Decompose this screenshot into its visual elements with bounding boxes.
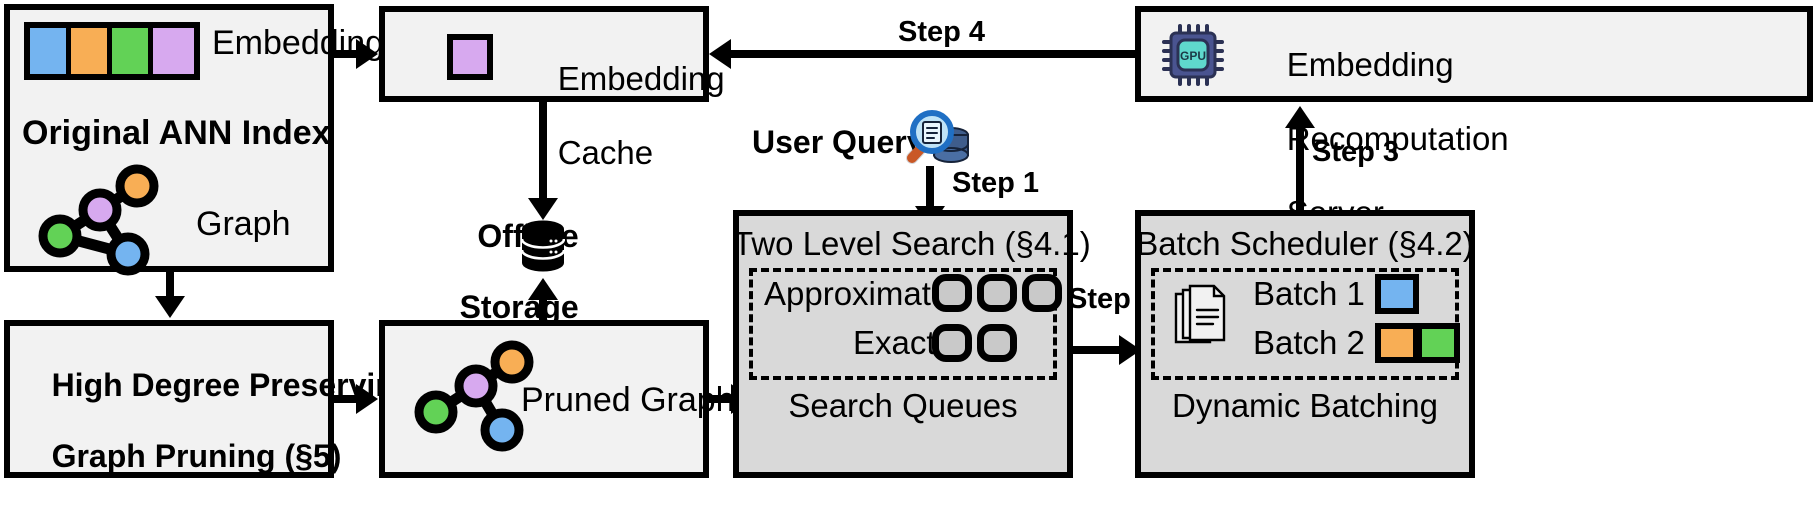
approximate-queue-slot-1: [932, 274, 972, 312]
server-title-line2: Recomputation: [1286, 119, 1509, 157]
offline-storage-line2: Storage: [459, 289, 579, 326]
magnifier-database-icon: [898, 108, 970, 170]
embedding-cell-purple: [153, 28, 194, 74]
edge-step4-label: Step 4: [898, 16, 986, 48]
diagram-canvas: Embedding Original ANN Index Graph Embed…: [4, 4, 1813, 478]
exact-queue-slot-2: [977, 324, 1017, 362]
edge-step4-head: [709, 39, 731, 69]
exact-queue-slot-1: [932, 324, 972, 362]
server-title-line1: Embedding: [1286, 45, 1454, 83]
batch-2-label: Batch 2: [1253, 324, 1365, 361]
edge-step4-line: [731, 50, 1135, 58]
batch-2-chip-green: [1416, 323, 1460, 363]
edge-step3-line: [1296, 128, 1304, 210]
edge-index-to-cache-head: [356, 39, 378, 69]
embedding-cache-title: Embedding Cache: [521, 24, 725, 209]
original-ann-index-title: Original ANN Index: [22, 114, 331, 152]
edge-step3-label: Step 3: [1312, 136, 1400, 168]
approximate-queue-slot-2: [977, 274, 1017, 312]
svg-text:GPU: GPU: [1180, 49, 1206, 63]
embedding-cache-title-line1: Embedding: [557, 59, 725, 97]
dynamic-batching-caption: Dynamic Batching: [1172, 387, 1438, 424]
edge-cache-to-storage-line: [539, 102, 547, 202]
edge-pruning-to-prunedgraph-head: [356, 384, 378, 414]
edge-pruning-to-prunedgraph-line: [334, 395, 358, 403]
embedding-cell-blue: [30, 28, 72, 74]
embedding-cache-title-line2: Cache: [557, 133, 654, 171]
edge-index-to-pruning-head: [155, 296, 185, 318]
edge-index-to-pruning-line: [166, 272, 174, 298]
embedding-cell-orange: [71, 28, 113, 74]
batch-2-chip-orange: [1375, 323, 1419, 363]
edge-cache-to-storage-head: [528, 198, 558, 220]
embedding-strip: [24, 22, 200, 80]
edge-step3-head: [1285, 106, 1315, 128]
edge-step1-label: Step 1: [952, 167, 1040, 199]
edge-prunedgraph-to-search-line: [709, 395, 733, 403]
pruned-graph-label: Pruned Graph: [521, 381, 735, 419]
embedding-cache-box: [379, 6, 709, 102]
gpu-chip-icon: GPU: [1162, 24, 1224, 86]
database-cylinder-icon: [520, 220, 566, 272]
embedding-cell-green: [112, 28, 154, 74]
graph-label: Graph: [196, 205, 291, 243]
edge-prunedgraph-to-storage-head: [528, 278, 558, 300]
edge-index-to-cache-line: [334, 50, 358, 58]
graph-pruning-line2: Graph Pruning (§5): [51, 438, 342, 475]
pruned-graph-icon: [410, 340, 540, 452]
edge-prunedgraph-to-storage-line: [539, 300, 547, 322]
exact-row-label: Exact: [853, 324, 936, 361]
embedding-cache-swatch: [447, 34, 493, 80]
approximate-row-label: Approximate: [764, 275, 950, 312]
batch-1-chip-blue: [1375, 274, 1419, 314]
search-queues-dashed-region: [749, 268, 1057, 380]
graph-pruning-box: [4, 320, 334, 478]
two-level-search-title: Two Level Search (§4.1): [733, 225, 1091, 262]
graph-pruning-title: High Degree Preserving Graph Pruning (§5…: [16, 332, 415, 511]
original-index-graph-icon: [32, 164, 172, 276]
edge-step2-line: [1073, 346, 1125, 354]
documents-stack-icon: [1172, 282, 1234, 354]
batch-scheduler-title: Batch Scheduler (§4.2): [1136, 225, 1474, 262]
approximate-queue-slot-3: [1022, 274, 1062, 312]
user-query-label: User Query: [752, 124, 925, 160]
search-queues-caption: Search Queues: [788, 387, 1018, 424]
edge-step1-line: [926, 166, 934, 210]
recomputation-server-box: [1135, 6, 1813, 102]
batch-1-label: Batch 1: [1253, 275, 1365, 312]
